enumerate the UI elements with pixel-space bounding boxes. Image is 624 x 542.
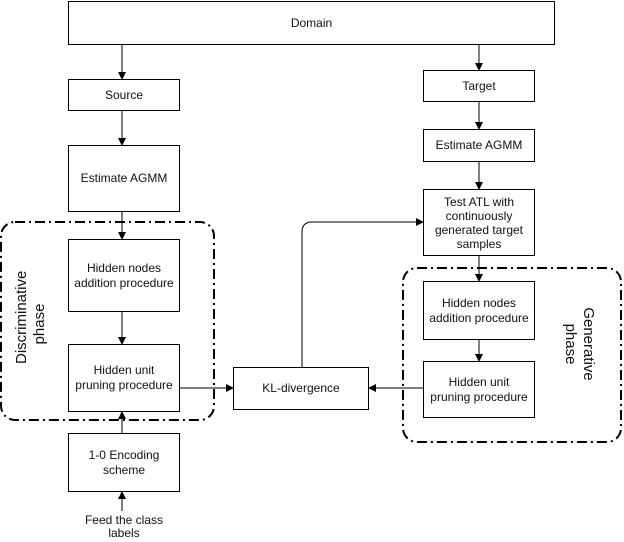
kl-divergence-node: KL-divergence <box>233 367 369 410</box>
source-node: Source <box>68 79 180 111</box>
test-atl-node: Test ATL with continuously generated tar… <box>423 189 535 256</box>
generative-phase-label: Generative phase <box>561 284 597 404</box>
encoding-scheme-node: 1-0 Encoding scheme <box>68 433 180 492</box>
hidden-unit-pruning-right-node: Hidden unit pruning procedure <box>423 361 535 418</box>
domain-node: Domain <box>68 1 555 45</box>
generative-phase-region <box>402 267 622 443</box>
estimate-agmm-left-node: Estimate AGMM <box>68 145 180 212</box>
discriminative-phase-text: Discriminative phase <box>13 270 48 364</box>
target-node: Target <box>423 70 535 102</box>
hidden-nodes-addition-left-node: Hidden nodes addition procedure <box>68 239 180 312</box>
arrow-kl-to-test <box>301 218 424 367</box>
estimate-agmm-right-node: Estimate AGMM <box>423 129 535 162</box>
hidden-nodes-addition-right-node: Hidden nodes addition procedure <box>423 281 535 340</box>
generative-phase-text: Generative phase <box>562 307 597 381</box>
feed-class-labels-text: Feed the class labels <box>84 513 164 540</box>
hidden-unit-pruning-left-node: Hidden unit pruning procedure <box>68 344 180 412</box>
discriminative-phase-label: Discriminative phase <box>13 264 49 384</box>
